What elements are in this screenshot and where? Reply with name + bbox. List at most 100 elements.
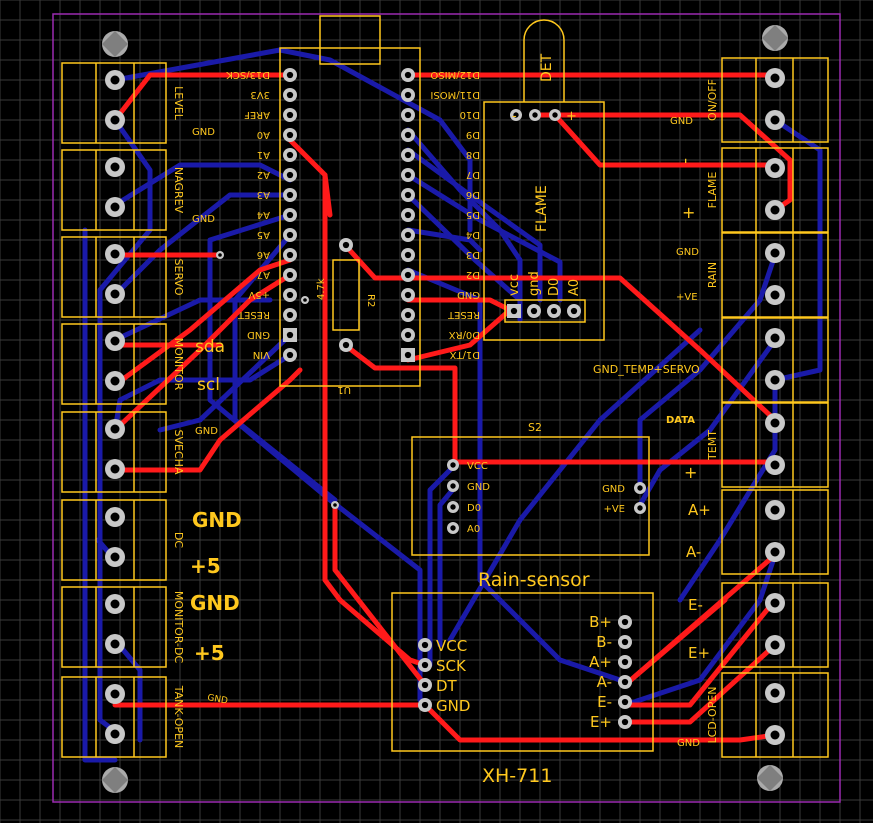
label-e-minus: E- (688, 596, 703, 614)
left-connector-pad-hole (110, 552, 120, 562)
hx711-left-pin-label: VCC (436, 637, 467, 655)
right-connector-pad-hole (770, 505, 780, 515)
arduino-right-pin-label: D8 (466, 149, 480, 160)
right-connector-body (721, 402, 829, 488)
arduino-right-pin-hole (404, 151, 412, 159)
hx711-right-pin-hole (621, 678, 629, 686)
arduino-left-pin-label: AREF (244, 109, 270, 120)
hx711-right-pin-hole (621, 638, 629, 646)
arduino-right-pin-hole (404, 331, 412, 339)
usb-connector-outline (319, 15, 381, 65)
top-trace (405, 307, 513, 363)
right-connector-pad-hole (770, 205, 780, 215)
arduino-left-pin-label: A4 (257, 209, 270, 220)
label-minus-flame: - (677, 158, 696, 164)
flame-pin-label: A0 (567, 279, 582, 296)
arduino-right-pin-hole (404, 111, 412, 119)
arduino-right-pin-hole (404, 191, 412, 199)
right-connector-pad-hole (770, 163, 780, 173)
top-trace (622, 597, 778, 708)
arduino-right-pin-label: D2 (466, 269, 480, 280)
label-a-plus: A+ (688, 501, 711, 519)
left-connector-pad-hole (110, 115, 120, 125)
arduino-right-pin-label: D12/MISO (430, 69, 480, 80)
arduino-left-pin-label: RESET (237, 309, 270, 320)
top-trace (622, 597, 728, 688)
label-sda: sda (195, 337, 225, 357)
board-outline (52, 13, 841, 803)
arduino-left-pin-hole (286, 311, 294, 319)
top-trace (622, 642, 778, 725)
arduino-right-pin-label: D7 (466, 169, 480, 180)
rain-left-pin-hole (450, 462, 456, 468)
arduino-right-pin-hole (404, 211, 412, 219)
label-a-minus: A- (686, 543, 701, 561)
top-trace (552, 112, 778, 168)
hx711-left-pin-label: DT (436, 677, 458, 695)
rain-designator: S2 (528, 421, 542, 434)
arduino-outline (279, 47, 421, 387)
rain-module-outline (411, 436, 650, 556)
left-connector-pad-hole (110, 202, 120, 212)
arduino-left-pin-hole (286, 271, 294, 279)
bottom-trace (637, 252, 778, 491)
label-data: DATA (666, 415, 695, 426)
arduino-left-pin-hole (286, 111, 294, 119)
resistor-pad-hole (342, 341, 350, 349)
via-hole (303, 298, 307, 302)
right-connector-pad-hole (770, 460, 780, 470)
resistor-pad-hole (342, 241, 350, 249)
flame-header-outline (504, 299, 586, 323)
right-connector-pad-hole (770, 598, 780, 608)
arduino-pin-labels: D13/SCK3V3AREFA0A1A2A3A4A5A6A7+5VRESETGN… (226, 69, 480, 360)
arduino-left-pin-hole (286, 251, 294, 259)
arduino-left-pin-label: A1 (257, 149, 270, 160)
mount-hole-top-left (102, 31, 128, 57)
bottom-trace (405, 267, 623, 683)
right-connector-pad-hole (770, 248, 780, 258)
flame-led-pad-hole (532, 112, 538, 118)
top-trace (342, 342, 778, 465)
label-gnd-rain: GND (676, 247, 699, 258)
left-connector-bodies (61, 62, 167, 758)
bottom-trace (772, 117, 823, 383)
right-connector-pad-hole (770, 333, 780, 343)
arduino-left-pin-hole (286, 91, 294, 99)
hx711-left-pin-label: GND (436, 697, 470, 715)
flame-minus-label: - (512, 109, 517, 124)
left-connector-pad-hole (110, 289, 120, 299)
left-connector-pad-hole (110, 376, 120, 386)
arduino-right-pin-label: D11/MOSI (430, 89, 480, 100)
left-connector-pad-hole (110, 75, 120, 85)
hx711-left-pin-hole (421, 641, 429, 649)
top-trace (532, 112, 793, 213)
arduino-left-pin-hole (286, 331, 294, 339)
right-connector-bodies (721, 57, 829, 758)
arduino-left-pin-label: 3V3 (250, 89, 270, 100)
arduino-left-pin-label: A6 (257, 249, 270, 260)
top-trace (112, 72, 293, 123)
arduino-right-pin-label: D1/TX (449, 349, 480, 360)
left-connector-pad-hole (110, 162, 120, 172)
rain-right-pin-label: +VE (603, 504, 625, 515)
left-connector-body (61, 62, 167, 144)
arduino-left-pin-label: A2 (257, 169, 270, 180)
label-plus-flame: + (682, 203, 695, 222)
hx711-name: XH-711 (482, 765, 552, 787)
left-connector-pad-hole (110, 689, 120, 699)
arduino-left-pin-label: +5V (248, 289, 270, 300)
hx711-left-pin-hole (421, 701, 429, 709)
hx711-outline (391, 592, 654, 752)
arduino-left-pin-label: A3 (257, 189, 270, 200)
arduino-left-pin-hole (286, 231, 294, 239)
left-connector-pad-hole (110, 249, 120, 259)
right-connector-label: TEMT (706, 430, 719, 461)
right-connector-pad-hole (770, 290, 780, 300)
rain-name: Rain-sensor (478, 569, 590, 591)
mounting-holes (102, 25, 788, 793)
left-connector-label: SERVO (172, 259, 185, 296)
left-connector-labels: LEVELNAGREVSERVOMONITORSVECHADCMONITOR-D… (172, 86, 185, 748)
